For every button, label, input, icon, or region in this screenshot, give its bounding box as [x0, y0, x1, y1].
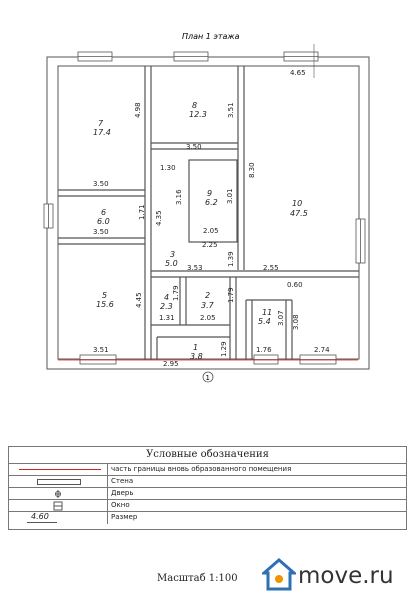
legend-label: Дверь [111, 489, 134, 497]
room-4-number: 4 [164, 293, 169, 302]
interior-walls [58, 66, 359, 360]
legend-row: Стена [9, 475, 406, 488]
room-1-number: 1 [193, 343, 198, 352]
house-logo-icon [262, 558, 296, 591]
room-2-area: 3.7 [201, 301, 215, 310]
room-2-number: 2 [205, 291, 210, 300]
brand-name: move.ru [298, 563, 394, 589]
dim-label: 4.45 [135, 292, 143, 308]
dim-label: 2.05 [200, 314, 216, 322]
room-7-number: 7 [98, 119, 104, 128]
window-icon [9, 500, 108, 512]
legend-label: Окно [111, 501, 130, 509]
floor-plan: План 1 этажа [43, 32, 370, 383]
dim-label: 2.55 [263, 264, 279, 272]
dim-label: 1.79 [172, 285, 180, 301]
windows [43, 51, 366, 365]
size-example: 4.60 [31, 512, 49, 521]
dim-label: 3.50 [93, 180, 109, 188]
wall-symbol [9, 476, 108, 488]
dim-label: 3.07 [277, 310, 285, 326]
legend-row: часть границы вновь образованного помеще… [9, 463, 406, 476]
dim-label: 4.65 [290, 69, 306, 77]
dim-label: 3.51 [93, 346, 109, 354]
dim-label: 1.39 [227, 251, 235, 267]
room-6-area: 6.0 [97, 217, 110, 226]
room-3-number: 3 [170, 250, 175, 259]
room-10-number: 10 [292, 199, 302, 208]
legend-row: Дверь [9, 487, 406, 500]
dim-label: 3.16 [175, 189, 183, 205]
dim-label: 2.05 [203, 227, 219, 235]
dim-label: 1.29 [220, 341, 228, 357]
legend-label: часть границы вновь образованного помеще… [111, 465, 292, 473]
dim-label: 8.30 [248, 162, 256, 178]
axis-marker-label: 1 [206, 374, 210, 382]
dim-label: 1.30 [160, 164, 176, 172]
dim-label: 1.76 [256, 346, 272, 354]
room-7-area: 17.4 [93, 128, 111, 137]
dim-label: 4.98 [134, 102, 142, 118]
room-8-area: 12.3 [189, 110, 207, 119]
dim-label: 2.74 [314, 346, 330, 354]
red-line-symbol [9, 464, 108, 476]
room-9-number: 9 [207, 189, 212, 198]
dim-label: 3.50 [186, 143, 202, 151]
legend-label: Стена [111, 477, 134, 485]
room-5-number: 5 [102, 291, 107, 300]
dim-label: 4.35 [155, 210, 163, 226]
axis-marker [202, 371, 214, 383]
room-4-area: 2.3 [160, 302, 173, 311]
dim-label: 3.50 [93, 228, 109, 236]
room-11-number: 11 [262, 308, 272, 317]
room-10-area: 47.5 [290, 209, 308, 218]
room-5-area: 15.6 [96, 300, 114, 309]
door-icon [9, 488, 108, 500]
legend-label: Размер [111, 513, 138, 521]
room-11-area: 5.4 [258, 317, 271, 326]
dim-label: 2.25 [202, 241, 218, 249]
legend-title: Условные обозначения [146, 449, 269, 460]
dim-label: 3.08 [292, 314, 300, 330]
dim-label: 3.01 [226, 188, 234, 204]
room-3-area: 5.0 [165, 259, 178, 268]
scale-label: Масштаб 1:100 [157, 573, 238, 584]
plan-title: План 1 этажа [182, 32, 240, 41]
legend-table: Условные обозначения часть границы вновь… [8, 446, 407, 530]
room-6-number: 6 [101, 208, 106, 217]
outer-walls [46, 56, 370, 370]
dim-label: 2.95 [163, 360, 179, 368]
room-9-area: 6.2 [205, 198, 218, 207]
dim-label: 0.60 [287, 281, 303, 289]
size-symbol: 4.60 [9, 512, 108, 524]
dim-label: 1.71 [138, 204, 146, 220]
legend-row: Окно [9, 499, 406, 512]
legend-row: 4.60 Размер [9, 511, 406, 524]
dim-label: 3.51 [227, 102, 235, 118]
dim-label: 1.79 [227, 287, 235, 303]
room-8-number: 8 [192, 101, 197, 110]
dim-label: 3.53 [187, 264, 203, 272]
dim-label: 1.31 [159, 314, 175, 322]
room-1-area: 3.8 [190, 352, 203, 361]
